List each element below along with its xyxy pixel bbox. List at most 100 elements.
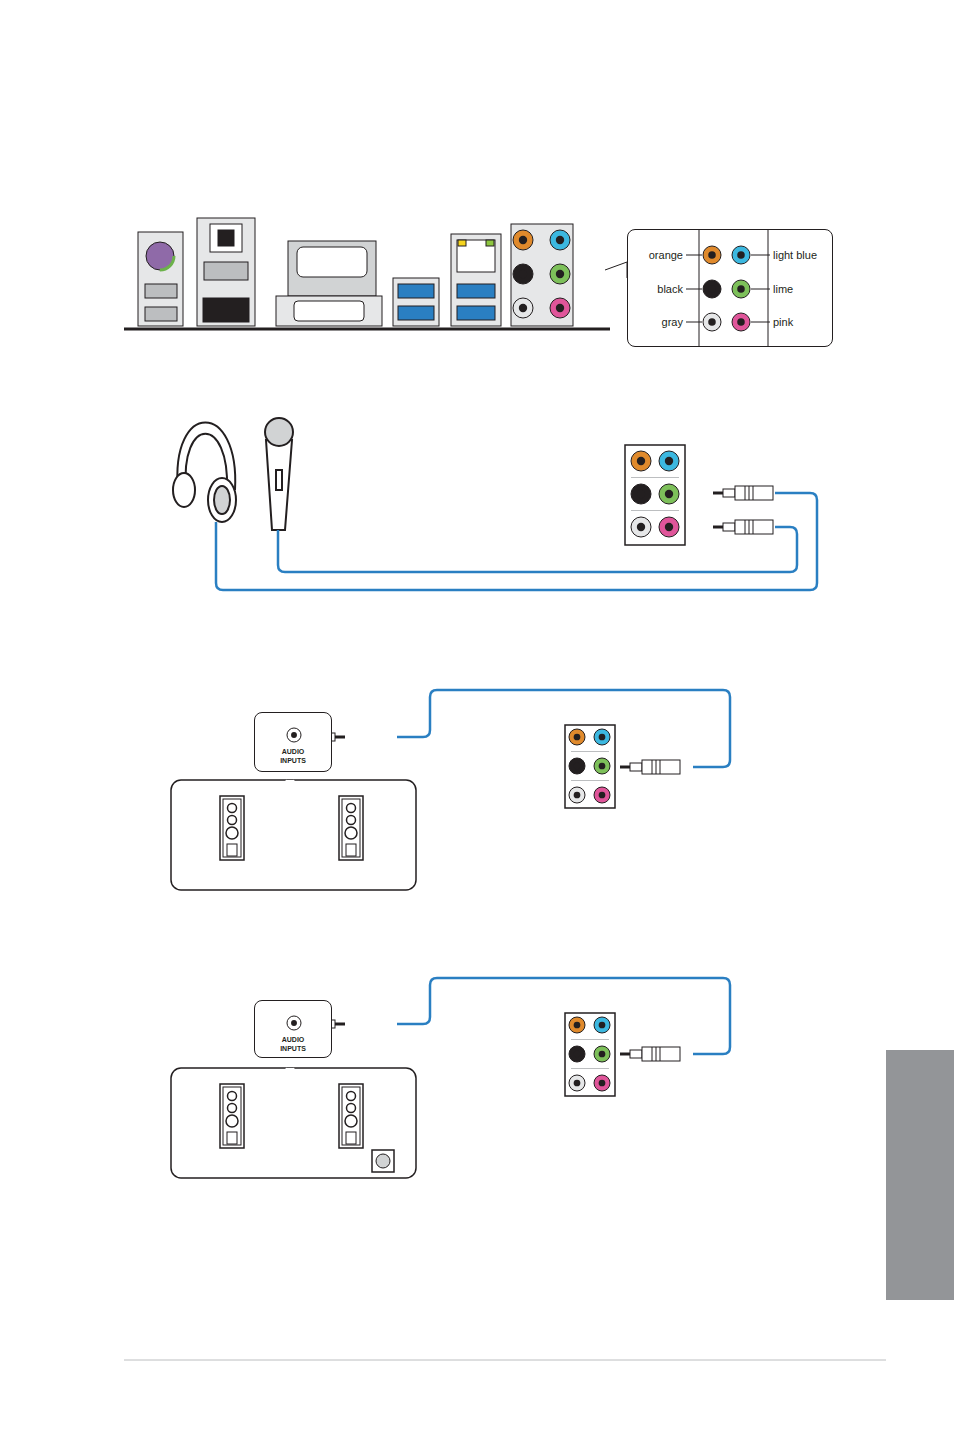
speaker [220, 1084, 244, 1148]
plug-tip [713, 492, 723, 495]
speaker [339, 1084, 363, 1148]
speaker [220, 796, 244, 860]
audio-jack [569, 729, 585, 745]
plug-grip [656, 760, 657, 774]
jack-hole [556, 270, 564, 278]
plug-grip [660, 760, 661, 774]
audio-jack [569, 1075, 585, 1091]
driver [228, 816, 237, 825]
audio-jack [594, 787, 610, 803]
audio-jack [550, 230, 570, 250]
audio-jack [594, 1075, 610, 1091]
divider [768, 230, 769, 346]
audio-jack [631, 517, 651, 537]
jack-color-callout: orangelight blueblacklimegraypink [627, 229, 833, 347]
speaker [339, 796, 363, 860]
jack-color-label: gray [662, 316, 683, 328]
jack-hole [574, 1022, 581, 1029]
speaker-front [223, 799, 241, 857]
port [346, 844, 356, 856]
divider [571, 780, 609, 781]
plug-tip [335, 1023, 345, 1026]
plug-body [735, 520, 773, 534]
jack-hole [599, 1022, 606, 1029]
speaker-front [223, 1087, 241, 1145]
audio-jack [569, 1046, 585, 1062]
divider [631, 510, 679, 511]
jack-hole [708, 251, 716, 259]
driver [228, 804, 237, 813]
leader-line [686, 289, 702, 290]
jack-hole [737, 318, 745, 326]
jack-hole [556, 304, 564, 312]
jack-hole [519, 236, 527, 244]
port [346, 1132, 356, 1144]
plug-grip [753, 486, 754, 500]
leader-line [751, 322, 770, 323]
rear-panel [124, 218, 627, 329]
leader-line [751, 289, 770, 290]
plug-body [642, 1047, 680, 1061]
subwoofer-driver [376, 1154, 390, 1168]
jack-hole [637, 490, 645, 498]
subwoofer [372, 1150, 394, 1172]
audio-input-box: AUDIO INPUTS [254, 712, 332, 772]
headset [173, 418, 293, 530]
driver [347, 1104, 356, 1113]
footer-rule [124, 1360, 886, 1361]
port [227, 1132, 237, 1144]
audio-jack [703, 280, 721, 298]
plug-body [735, 486, 773, 500]
jack-hole [599, 734, 606, 741]
jack-hole [737, 285, 745, 293]
jack-hole [556, 236, 564, 244]
jack-hole [599, 763, 606, 770]
plug-tip [620, 766, 630, 769]
audio-jack [569, 758, 585, 774]
divider [699, 230, 700, 346]
jack-hole [574, 792, 581, 799]
speaker-front [342, 799, 360, 857]
jack-label: AUDIO INPUTS [273, 1035, 313, 1053]
driver [347, 816, 356, 825]
jack-hole [574, 734, 581, 741]
audio-jack [659, 451, 679, 471]
leader-line [686, 255, 702, 256]
speakers [1, 1, 416, 1178]
plug-grip [745, 486, 746, 500]
jack-panel [565, 1013, 615, 1096]
leader-line [751, 255, 770, 256]
audio-jack [287, 728, 301, 742]
leader-line [686, 322, 702, 323]
driver [228, 1104, 237, 1113]
audio-jack [703, 313, 721, 331]
jack-hole [574, 1051, 581, 1058]
jack-color-label: orange [649, 249, 683, 261]
plug-grip [660, 1047, 661, 1061]
jack-hole [637, 457, 645, 465]
audio-jack [287, 1016, 301, 1030]
audio-jack [569, 787, 585, 803]
audio-jack [513, 230, 533, 250]
jack-color-label: light blue [773, 249, 817, 261]
divider [631, 477, 679, 478]
jack-color-label: lime [773, 283, 793, 295]
jack-hole [737, 251, 745, 259]
divider [571, 1068, 609, 1069]
divider [571, 751, 609, 752]
jack-panel [565, 725, 615, 808]
driver [226, 827, 238, 839]
audio-jack [594, 1046, 610, 1062]
jack-hole [599, 1051, 606, 1058]
plug-tip [335, 736, 345, 739]
jack-hole [637, 523, 645, 531]
audio-jack [550, 298, 570, 318]
audio-jack [594, 1017, 610, 1033]
plug-tip [713, 526, 723, 529]
plug-collar [723, 523, 735, 531]
audio-jack [513, 264, 533, 284]
jack-hole [665, 523, 673, 531]
driver [345, 1115, 357, 1127]
divider [571, 1039, 609, 1040]
jack-hole [665, 490, 673, 498]
